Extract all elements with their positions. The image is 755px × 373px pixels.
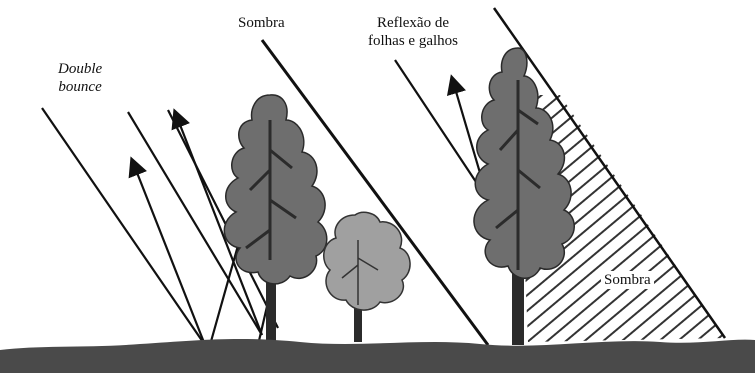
double-bounce-return-1 (132, 160, 205, 345)
label-sombra-top: Sombra (238, 14, 285, 32)
tree-left-foliage (224, 95, 326, 284)
ray-1 (42, 108, 205, 345)
label-reflexao-line2: folhas e galhos (368, 32, 458, 50)
label-sombra-right: Sombra (601, 271, 654, 289)
label-reflexao: Reflexão de folhas e galhos (368, 14, 458, 50)
ray-4 (395, 60, 488, 200)
tree-left (224, 95, 326, 345)
label-double-bounce: Double bounce (58, 60, 102, 96)
tree-right-foliage (474, 48, 574, 278)
label-double-bounce-line2: bounce (58, 78, 102, 96)
bush-center (324, 212, 410, 342)
bush-foliage (324, 212, 410, 310)
label-double-bounce-line1: Double (58, 60, 102, 78)
ground (0, 339, 755, 373)
label-reflexao-line1: Reflexão de (368, 14, 458, 32)
